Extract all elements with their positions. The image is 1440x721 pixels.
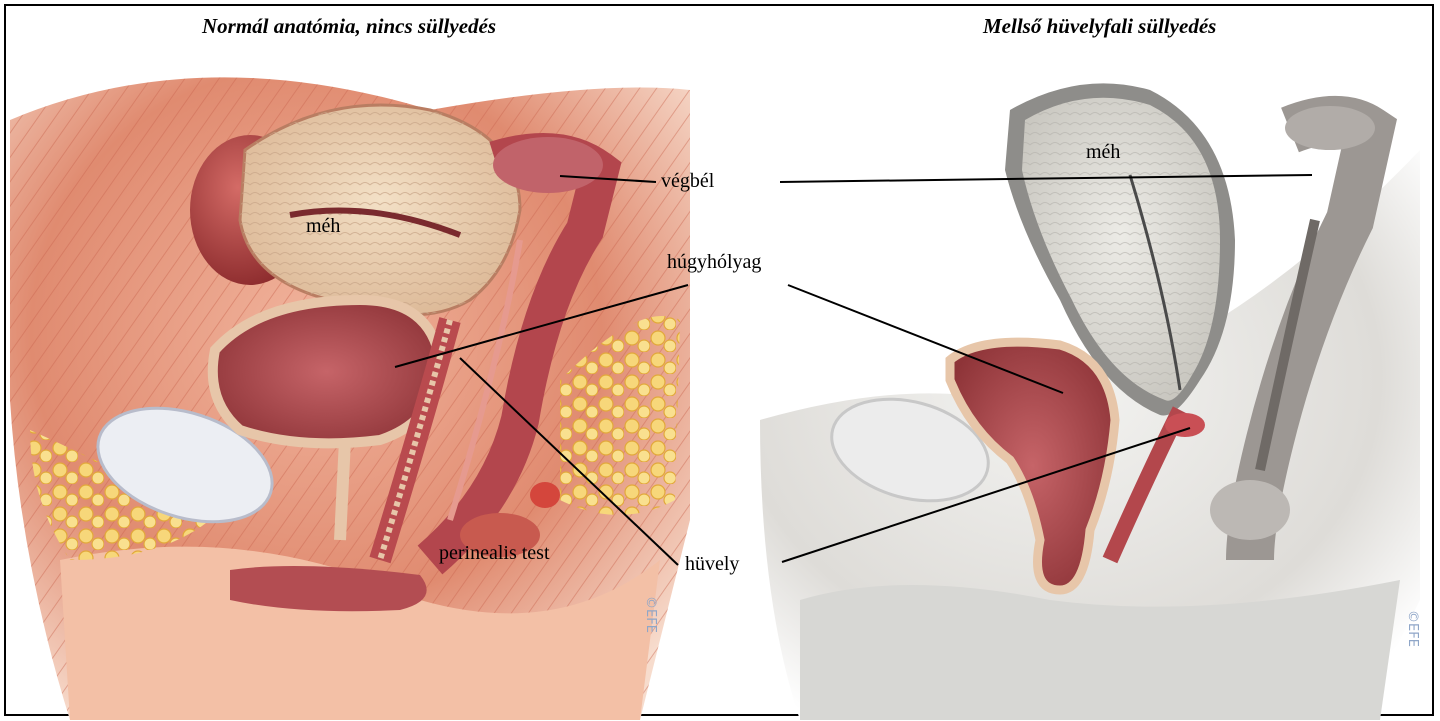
label-rectum: végbél — [661, 170, 714, 193]
label-uterus-left: méh — [306, 215, 340, 238]
label-bladder: húgyhólyag — [667, 251, 761, 274]
label-vagina: hüvely — [685, 553, 739, 576]
left-panel-title: Normál anatómia, nincs süllyedés — [202, 14, 496, 39]
watermark-right: ©EFE — [1405, 610, 1420, 647]
label-uterus-right: méh — [1086, 141, 1120, 164]
right-panel-title: Mellső hüvelyfali süllyedés — [983, 14, 1216, 39]
left-pelvis-diagram — [10, 77, 690, 720]
watermark-left: ©EFE — [643, 596, 658, 633]
label-perineal-body: perinealis test — [439, 542, 550, 565]
